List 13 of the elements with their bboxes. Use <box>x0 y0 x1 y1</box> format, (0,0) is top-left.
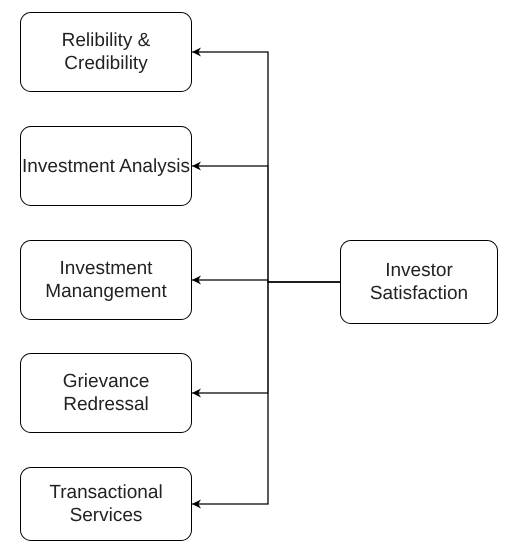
process-box <box>20 240 192 320</box>
box-label: Grievance Redressal <box>62 370 150 416</box>
process-box <box>20 467 192 541</box>
process-box <box>20 126 192 206</box>
box-label: Investment Manangement <box>44 257 168 303</box>
box-label: Relibility & Credibility <box>60 29 152 75</box>
box-label: Investment Analysis <box>22 154 190 178</box>
process-box <box>340 240 498 324</box>
process-box <box>20 353 192 433</box>
box-label: Transactional Services <box>48 481 164 527</box>
arrow <box>192 281 340 508</box>
box-label: Investor Satisfaction <box>368 259 470 305</box>
process-box <box>20 12 192 92</box>
